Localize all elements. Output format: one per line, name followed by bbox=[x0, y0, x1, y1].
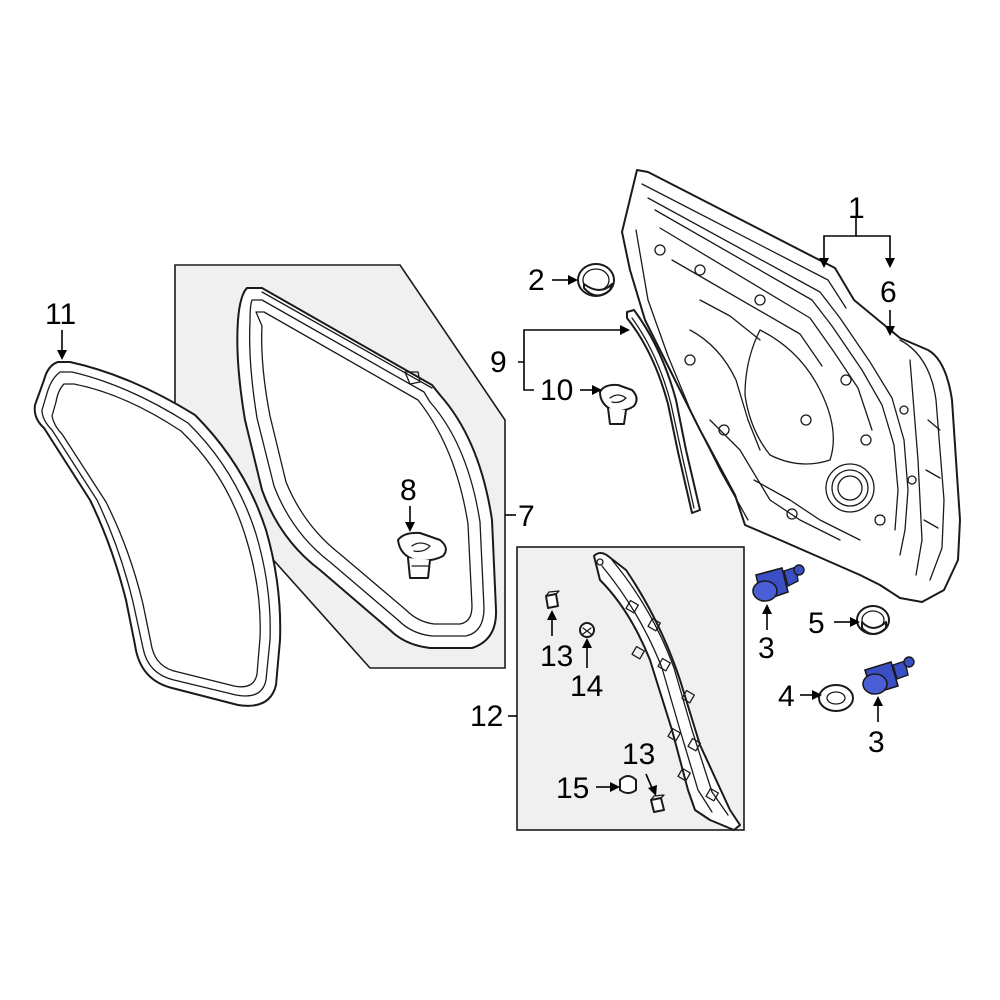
callout-2: 2 bbox=[528, 264, 545, 297]
callout-6: 6 bbox=[880, 276, 897, 309]
clip-part-13b[interactable] bbox=[650, 794, 665, 813]
channel-strip-part-9[interactable] bbox=[626, 309, 701, 514]
bumper-part-3b[interactable] bbox=[862, 656, 915, 696]
weatherstrip-seal-part-11[interactable] bbox=[33, 361, 282, 707]
clip-part-8[interactable] bbox=[397, 531, 447, 579]
washer-part-4[interactable] bbox=[818, 684, 854, 712]
grommet-part-5[interactable] bbox=[856, 605, 890, 635]
button-clip-part-15[interactable] bbox=[619, 775, 637, 794]
push-pin-part-14[interactable] bbox=[579, 622, 595, 638]
callout-11: 11 bbox=[45, 298, 76, 331]
callout-14: 14 bbox=[570, 670, 603, 703]
trim-panel-part-12[interactable] bbox=[593, 552, 741, 831]
leader-lines bbox=[57, 218, 895, 796]
callout-15: 15 bbox=[556, 772, 589, 805]
callout-10: 10 bbox=[540, 374, 573, 407]
callout-5: 5 bbox=[808, 607, 825, 640]
callout-13b: 13 bbox=[622, 738, 655, 771]
clip-part-10[interactable] bbox=[599, 383, 638, 425]
callout-9: 9 bbox=[490, 346, 507, 379]
callout-labels: 1 6 2 9 10 11 8 7 12 13 14 13 15 3 5 4 3 bbox=[45, 192, 897, 805]
callout-8: 8 bbox=[400, 474, 417, 507]
rear-door-shell-part-1[interactable] bbox=[621, 169, 961, 603]
clip-part-13a[interactable] bbox=[545, 590, 560, 609]
callout-7: 7 bbox=[518, 500, 535, 533]
callout-3b: 3 bbox=[868, 726, 885, 759]
plug-part-2[interactable] bbox=[577, 263, 615, 297]
callout-3a: 3 bbox=[758, 632, 775, 665]
callout-4: 4 bbox=[778, 680, 795, 713]
callout-1: 1 bbox=[848, 192, 865, 225]
callout-12: 12 bbox=[470, 700, 503, 733]
bumper-part-3a[interactable] bbox=[752, 564, 805, 603]
callout-13a: 13 bbox=[540, 640, 573, 673]
